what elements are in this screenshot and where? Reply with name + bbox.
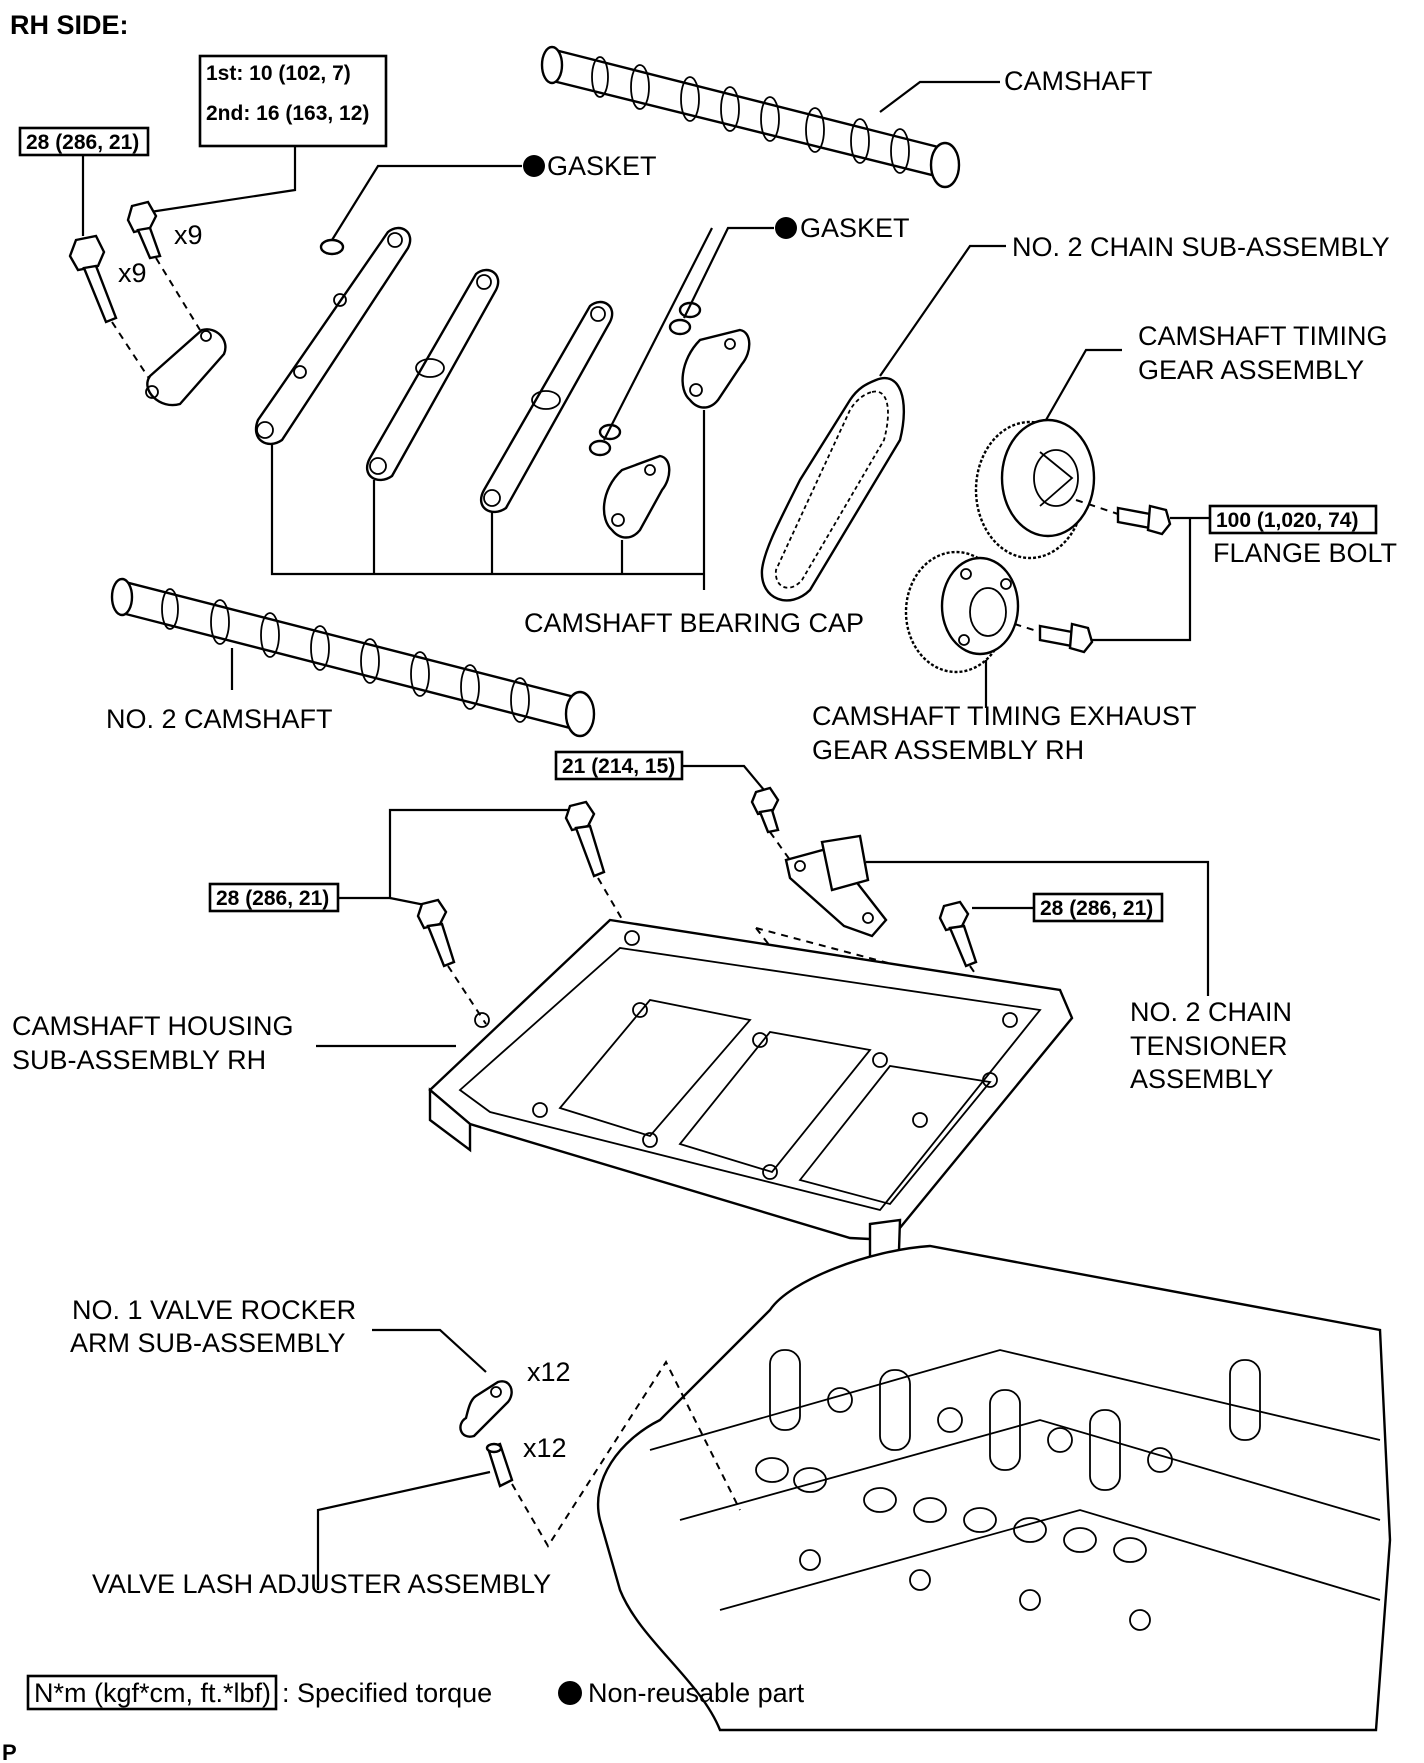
gasket-upper-right-b	[668, 318, 692, 336]
cap-bolt-torque-2nd: 2nd: 16 (163, 12)	[206, 102, 369, 125]
cap-bolt-torque-1st: 1st: 10 (102, 7)	[206, 62, 351, 85]
housing-bolt-right-torque-box	[1032, 892, 1164, 923]
rocker-arm	[459, 1380, 513, 1438]
bearing-cap-front	[145, 328, 227, 407]
legend-torque-units: N*m (kgf*cm, ft.*lbf)	[34, 1678, 271, 1708]
cylinder-head	[596, 1244, 1392, 1732]
chain-tensioner	[784, 834, 888, 938]
chain-sub-assembly	[760, 376, 905, 602]
no2-camshaft-part	[110, 577, 596, 738]
cap-bolt-large-qty: x9	[118, 258, 147, 288]
tensioner-leader	[866, 860, 1210, 996]
chain-leader	[879, 244, 1006, 377]
bearing-cap-no3	[480, 300, 614, 514]
chain-label: NO. 2 CHAIN SUB-ASSEMBLY	[1012, 232, 1390, 262]
housing-bolt-left-dash	[447, 965, 487, 1025]
bearing-cap-bracket	[270, 444, 704, 576]
rocker-label-2: ARM SUB-ASSEMBLY	[70, 1328, 346, 1358]
cap-bolt-small-qty: x9	[174, 220, 203, 250]
tensioner-bolt-torque: 21 (214, 15)	[562, 755, 675, 778]
flange-bolt-torque: 100 (1,020, 74)	[1216, 509, 1358, 532]
flange-torque-leader-lower	[1092, 518, 1192, 642]
gasket-2-nonreusable-dot	[775, 217, 797, 239]
bearing-cap-small-lower	[602, 454, 671, 539]
bearing-cap-small-upper	[681, 328, 751, 409]
legend-non-reusable-dot	[558, 1681, 582, 1705]
housing-bolt-right	[938, 900, 978, 968]
exhaust-timing-gear	[904, 550, 1020, 674]
timing-gear-label-2: GEAR ASSEMBLY	[1138, 355, 1364, 385]
diagram-title: RH SIDE:	[10, 10, 129, 40]
tensioner-bolt-leader	[682, 764, 765, 791]
gasket-left	[319, 238, 345, 256]
bolt-dash-2	[155, 257, 201, 331]
gasket-lower-a	[598, 423, 622, 441]
housing-bolt-left	[416, 898, 456, 968]
camshaft-timing-gear	[974, 418, 1096, 560]
tensioner-label-2: TENSIONER	[1130, 1031, 1288, 1061]
rocker-label-1: NO. 1 VALVE ROCKER	[72, 1295, 356, 1325]
cap-bolt-large-torque: 28 (286, 21)	[26, 131, 139, 154]
timing-gear-leader	[1045, 348, 1122, 421]
adjuster-qty: x12	[523, 1433, 567, 1463]
timing-gear-label-1: CAMSHAFT TIMING	[1138, 321, 1388, 351]
flange-bolt-upper	[1116, 504, 1172, 536]
legend-non-reusable-text: Non-reusable part	[588, 1678, 805, 1708]
tensioner-label-3: ASSEMBLY	[1130, 1064, 1274, 1094]
cap-bolt-large-torque-box	[18, 126, 150, 157]
rocker-qty: x12	[527, 1357, 571, 1387]
bearing-cap-no2	[366, 268, 500, 482]
gasket-1-leader	[331, 164, 522, 241]
housing-bolt-upper	[564, 800, 606, 878]
tensioner-bolt-dash	[769, 831, 791, 861]
tensioner-dash-box-a	[755, 927, 1001, 1031]
camshaft-housing	[428, 918, 1074, 1288]
gasket-1-nonreusable-dot	[523, 155, 545, 177]
adjuster-leader	[316, 1470, 491, 1590]
gasket-2-leader-a	[683, 226, 774, 319]
footer-code: P	[2, 1740, 17, 1763]
adjuster-label: VALVE LASH ADJUSTER ASSEMBLY	[92, 1569, 551, 1599]
legend-torque-text: : Specified torque	[282, 1678, 492, 1708]
gasket-2-label: GASKET	[800, 213, 910, 243]
housing-bolt-left-leader	[338, 808, 574, 900]
exhaust-gear-label-2: GEAR ASSEMBLY RH	[812, 735, 1084, 765]
housing-bolt-right-torque: 28 (286, 21)	[1040, 897, 1153, 920]
rocker-leader	[372, 1328, 487, 1373]
housing-label-2: SUB-ASSEMBLY RH	[12, 1045, 266, 1075]
camshaft-label: CAMSHAFT	[1004, 66, 1153, 96]
tensioner-label-1: NO. 2 CHAIN	[1130, 997, 1292, 1027]
cap-bolt-large	[68, 234, 118, 324]
bearing-cap-label: CAMSHAFT BEARING CAP	[524, 608, 864, 638]
cap-bolt-small	[126, 200, 162, 260]
cap-bolt-torque-leader	[149, 146, 297, 214]
tensioner-bolt	[750, 786, 780, 834]
no2-camshaft-label: NO. 2 CAMSHAFT	[106, 704, 333, 734]
cap-bolt-torque-box	[198, 54, 388, 148]
bolt-dash-1	[111, 321, 151, 381]
housing-bolt-left-torque: 28 (286, 21)	[216, 887, 329, 910]
flange-bolt-torque-box	[1208, 504, 1378, 535]
gasket-lower-b	[588, 439, 612, 457]
flange-bolt-label: FLANGE BOLT	[1213, 538, 1397, 568]
lash-adjuster	[485, 1442, 514, 1488]
exhaust-gear-label-1: CAMSHAFT TIMING EXHAUST	[812, 701, 1197, 731]
gasket-2-leader-b	[603, 227, 713, 441]
bearing-cap-no1	[254, 226, 412, 446]
camshaft-part	[540, 45, 961, 189]
flange-bolt-lower	[1038, 622, 1094, 654]
gasket-1-label: GASKET	[547, 151, 657, 181]
camshaft-leader	[879, 80, 1000, 113]
legend-torque-box	[26, 1674, 278, 1711]
housing-label-1: CAMSHAFT HOUSING	[12, 1011, 294, 1041]
